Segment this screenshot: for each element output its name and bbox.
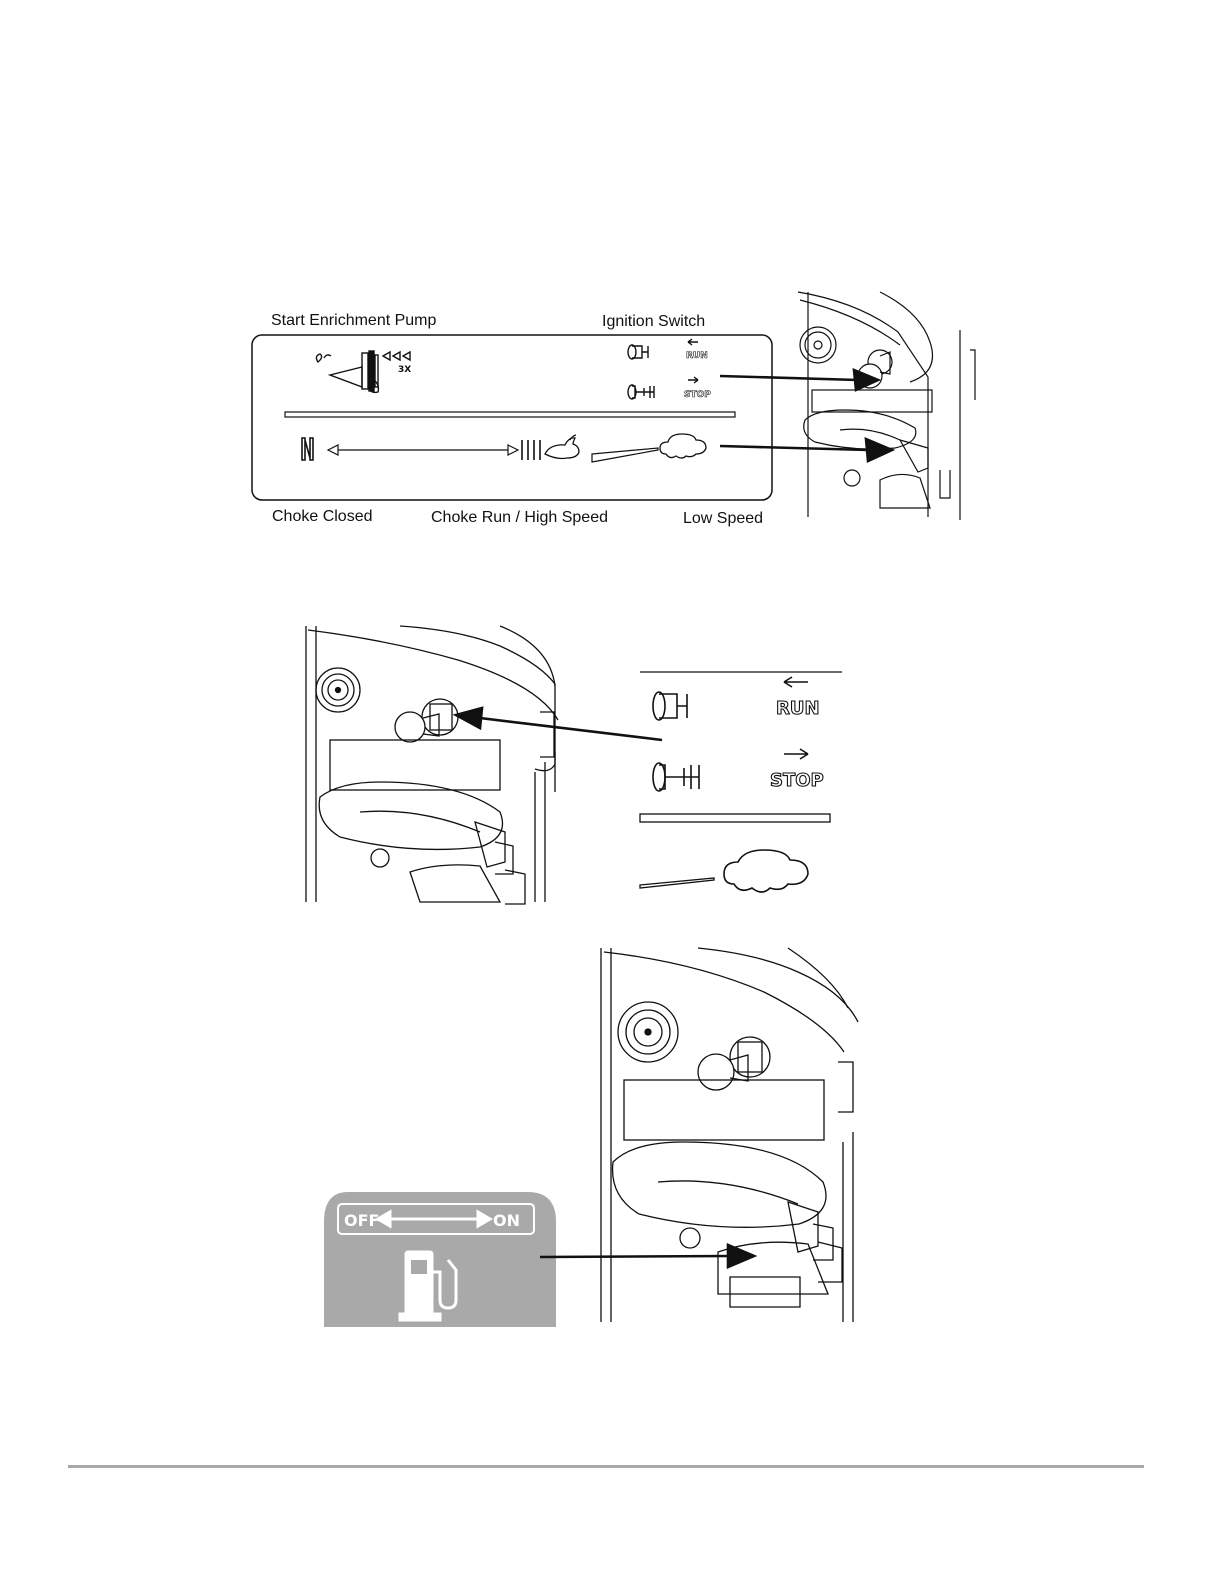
throttle-range-arrow (328, 445, 518, 455)
run-text: RUN (776, 698, 820, 719)
decal-divider (640, 814, 830, 822)
generator-panel-illustration (798, 292, 975, 520)
stop-text: STOP (684, 390, 711, 400)
ignition-detail-diagram: RUN STOP (300, 622, 860, 907)
off-text: OFF (344, 1211, 379, 1230)
speed-wedge (592, 448, 658, 462)
on-text: ON (493, 1211, 520, 1230)
control-decal-diagram: 3X RUN STOP (240, 290, 980, 530)
ignition-callout-arrow (720, 370, 878, 390)
fuel-valve-diagram: OFF ON (318, 942, 863, 1332)
rabbit-icon (545, 435, 579, 459)
speed-wedge (640, 878, 714, 888)
fuel-valve-callout-arrow (540, 1245, 754, 1267)
stop-text: STOP (770, 770, 824, 791)
run-text: RUN (686, 351, 708, 361)
ignition-detail-callout-arrow (456, 708, 662, 740)
figure-ignition-switch-detail: RUN STOP (300, 622, 860, 907)
generator-housing-illustration (306, 626, 558, 904)
choke-run-icon (522, 440, 540, 460)
pump-count-text: 3X (398, 365, 411, 375)
footer-rule (68, 1465, 1144, 1468)
turtle-icon (660, 434, 706, 458)
turtle-icon (724, 850, 808, 892)
figure-control-panel-overview: Start Enrichment Pump Ignition Switch Ch… (240, 290, 980, 530)
throttle-callout-arrow (720, 439, 892, 461)
enrichment-pump-icon (316, 351, 410, 392)
figure-fuel-valve: OFF ON (318, 942, 863, 1332)
choke-closed-icon (302, 438, 313, 460)
decal-divider (285, 412, 735, 417)
